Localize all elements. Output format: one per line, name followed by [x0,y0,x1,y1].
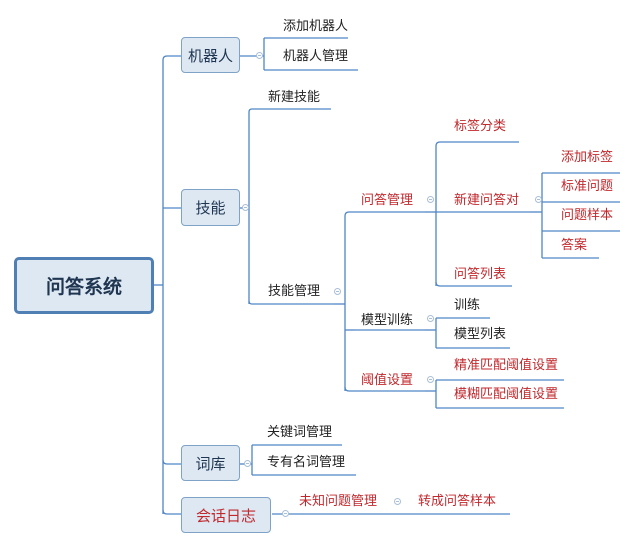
branch-lexicon-label: 词库 [195,454,226,473]
collapse-toggle-skill-manage[interactable] [334,288,341,295]
collapse-toggle-skill[interactable] [242,204,249,211]
collapse-toggle-robot[interactable] [256,52,263,59]
node-convert-to-sample[interactable]: 转成问答样本 [418,494,497,509]
collapse-toggle-session-log[interactable] [282,510,289,517]
root-label: 问答系统 [45,276,122,298]
node-model-list[interactable]: 模型列表 [454,327,507,342]
node-unknown-question-manage[interactable]: 未知问题管理 [299,494,378,509]
collapse-toggle-unknown-q[interactable] [394,498,401,505]
branch-robot[interactable]: 机器人 [181,37,240,73]
node-qa-list[interactable]: 问答列表 [454,267,507,282]
node-train[interactable]: 训练 [454,298,481,313]
node-answer[interactable]: 答案 [561,238,588,253]
branch-skill-label: 技能 [195,199,226,217]
collapse-toggle-lexicon[interactable] [244,460,251,467]
node-add-robot[interactable]: 添加机器人 [283,19,349,34]
collapse-toggle-threshold[interactable] [427,376,434,383]
node-add-tag[interactable]: 添加标签 [561,150,614,165]
collapse-toggle-new-qa-pair[interactable] [535,196,542,203]
node-new-skill[interactable]: 新建技能 [268,90,321,105]
node-keyword-manage[interactable]: 关键词管理 [267,425,333,440]
branch-robot-label: 机器人 [187,46,233,65]
branch-session-log-label: 会话日志 [195,506,256,525]
node-question-sample[interactable]: 问题样本 [561,208,614,223]
collapse-toggle-model-train[interactable] [427,315,434,322]
branch-session-log[interactable]: 会话日志 [181,497,271,533]
node-robot-manage[interactable]: 机器人管理 [283,49,349,64]
branch-skill[interactable]: 技能 [181,189,240,226]
node-new-qa-pair[interactable]: 新建问答对 [454,193,520,208]
root-node[interactable]: 问答系统 [14,257,154,314]
node-standard-question[interactable]: 标准问题 [561,179,614,194]
node-proper-noun-manage[interactable]: 专有名词管理 [267,455,346,470]
node-threshold[interactable]: 阈值设置 [361,373,414,388]
node-fuzzy-threshold[interactable]: 模糊匹配阈值设置 [454,387,559,402]
node-model-train[interactable]: 模型训练 [361,313,414,328]
node-skill-manage[interactable]: 技能管理 [268,284,321,299]
branch-lexicon[interactable]: 词库 [181,445,240,481]
node-exact-threshold[interactable]: 精准匹配阈值设置 [454,358,559,373]
node-tag-classify[interactable]: 标签分类 [454,119,507,134]
node-qa-manage[interactable]: 问答管理 [361,193,414,208]
collapse-toggle-qa-manage[interactable] [427,196,434,203]
